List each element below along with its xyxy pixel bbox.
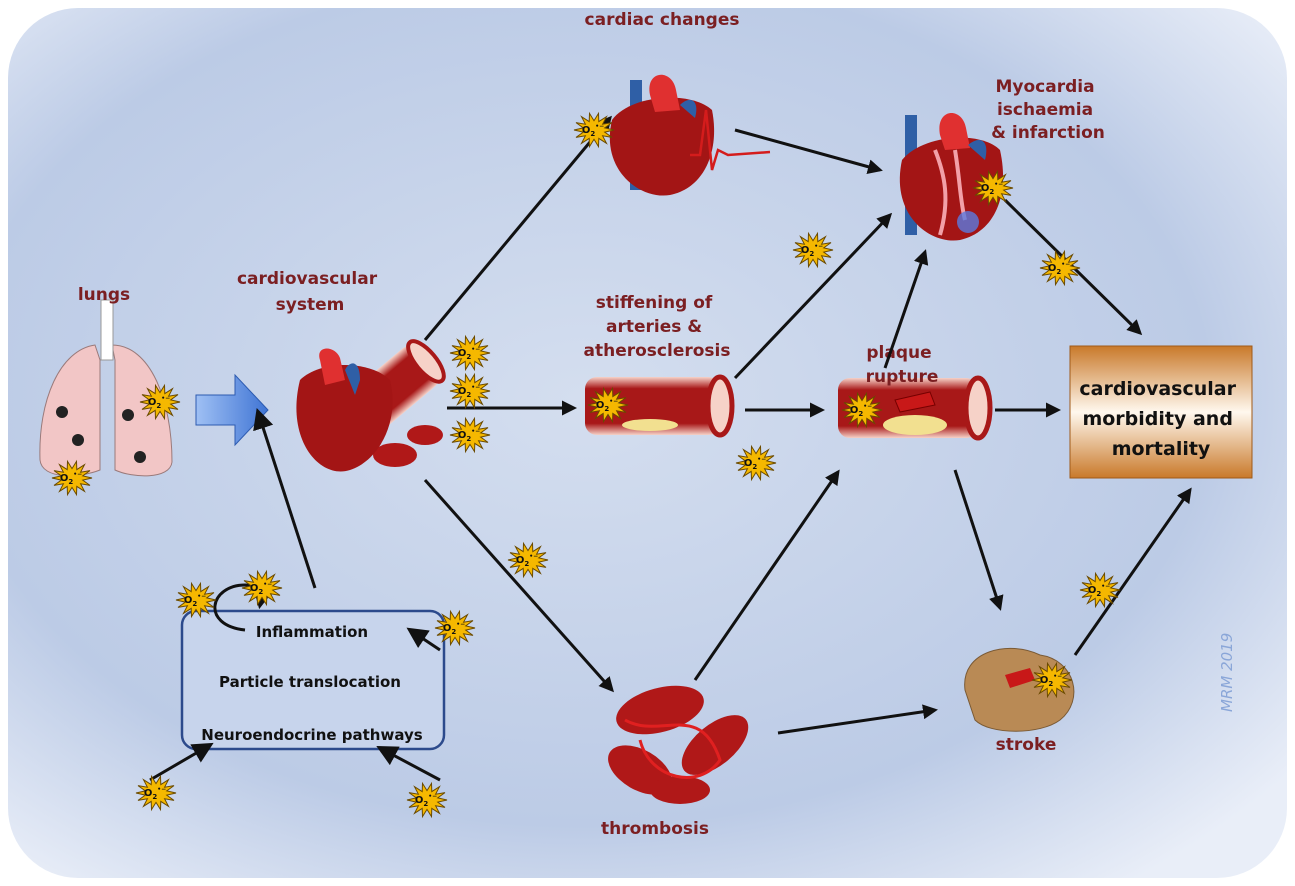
arrows	[149, 115, 1192, 782]
mechanism-particle-translocation: Particle translocation	[219, 673, 401, 691]
label-stiffening: stiffening of arteries & atherosclerosis	[584, 293, 731, 361]
arrow	[1073, 487, 1192, 656]
arrow	[693, 469, 840, 681]
label-lungs: lungs	[78, 285, 130, 305]
brain-illustration	[964, 648, 1075, 732]
big-blue-arrow	[195, 373, 269, 447]
arrow	[423, 115, 612, 341]
o2-badge: O2•−	[449, 416, 491, 454]
o2-badge: O2•−	[1039, 249, 1081, 287]
arrow	[734, 128, 883, 175]
watermark: MRM 2019	[1218, 633, 1236, 712]
starburst-icon	[434, 609, 476, 647]
arrow	[953, 469, 1004, 611]
arrow	[376, 746, 441, 782]
o2-badge: O2•−	[434, 609, 476, 647]
starburst-icon	[241, 569, 283, 607]
thrombosis-illustration	[608, 685, 749, 804]
starburst-icon	[449, 372, 491, 410]
starburst-icon	[841, 391, 883, 429]
starburst-icon	[507, 541, 549, 579]
o2-badge: O2•−	[241, 569, 283, 607]
arrow	[733, 212, 893, 380]
stiffened-artery	[585, 374, 735, 438]
o2-badge: O2•−	[792, 231, 834, 269]
starburst-icon	[587, 386, 629, 424]
label-cardiovascular-system: cardiovascular system	[237, 269, 383, 315]
label-stroke: stroke	[996, 735, 1057, 755]
starburst-icon	[1031, 661, 1073, 699]
arrow	[777, 704, 938, 735]
starburst-icon	[792, 231, 834, 269]
o2-badge: O2•−	[406, 781, 448, 819]
arrow	[149, 742, 214, 782]
lungs-illustration	[39, 299, 173, 477]
infarction-heart	[899, 112, 1004, 241]
cardiovascular-system-illustration	[296, 339, 446, 472]
o2-badge: O2•−	[573, 111, 615, 149]
starburst-icon	[406, 781, 448, 819]
starburst-icon	[449, 334, 491, 372]
starburst-icon	[972, 169, 1014, 207]
starburst-icon	[1079, 571, 1121, 609]
o2-badge: O2•−	[972, 169, 1014, 207]
label-myocardia: Myocardia ischaemia & infarction	[991, 77, 1105, 143]
mechanism-box: Inflammation Particle translocation Neur…	[180, 609, 446, 751]
label-thrombosis: thrombosis	[601, 819, 709, 839]
mechanism-neuroendocrine: Neuroendocrine pathways	[201, 726, 423, 744]
starburst-icon	[51, 459, 93, 497]
cardiac-changes-heart	[609, 74, 771, 196]
starburst-icon	[1039, 249, 1081, 287]
label-cardiac-changes: cardiac changes	[585, 10, 740, 30]
o2-badge: O2•−	[449, 372, 491, 410]
arrow	[423, 479, 614, 693]
o2-badge: O2•−	[51, 459, 93, 497]
starburst-icon	[175, 581, 217, 619]
starburst-icon	[139, 383, 181, 421]
mechanism-inflammation: Inflammation	[256, 623, 368, 641]
ruptured-plaque-artery	[838, 375, 993, 441]
o2-badge: O2•−	[135, 774, 177, 812]
o2-badge: O2•−	[1031, 661, 1073, 699]
arrow	[253, 408, 317, 589]
o2-badges: O2•−O2•−O2•−O2•−O2•−O2•−O2•−O2•−O2•−O2•−…	[51, 111, 1121, 819]
label-plaque-rupture: plaque rupture	[866, 343, 939, 387]
o2-badge: O2•−	[449, 334, 491, 372]
o2-badge: O2•−	[841, 391, 883, 429]
starburst-icon	[573, 111, 615, 149]
starburst-icon	[449, 416, 491, 454]
o2-badge: O2•−	[175, 581, 217, 619]
o2-badge: O2•−	[139, 383, 181, 421]
arrow	[883, 249, 929, 369]
starburst-icon	[735, 444, 777, 482]
o2-badge: O2•−	[1079, 571, 1121, 609]
o2-badge: O2•−	[587, 386, 629, 424]
outcome-text: cardiovascular morbidity and mortality	[1079, 378, 1242, 460]
o2-badge: O2•−	[507, 541, 549, 579]
starburst-icon	[135, 774, 177, 812]
arrow	[406, 627, 441, 652]
outcome-box: cardiovascular morbidity and mortality	[1069, 345, 1253, 479]
o2-badge: O2•−	[735, 444, 777, 482]
